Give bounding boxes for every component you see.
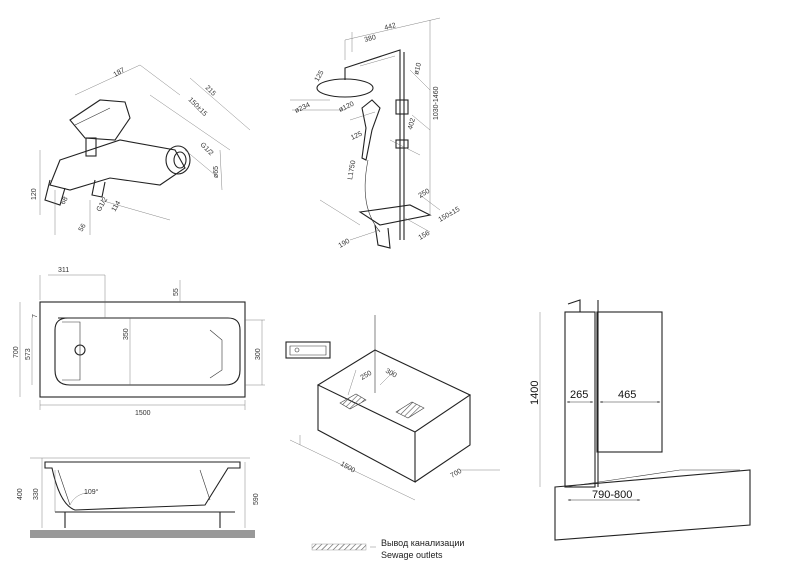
shower-dim-125-top: 125 xyxy=(314,69,326,83)
sewage-outlet-swatch xyxy=(311,543,367,551)
shower-dim-380: 380 xyxy=(364,34,377,44)
faucet-dim-68: 68 xyxy=(60,196,70,206)
faucet-dims: 187 215 150±15 G1/2 ø65 120 G1/2 114 68 … xyxy=(31,67,220,233)
shower-screen-drawing xyxy=(539,299,751,541)
screen-dim-door: 465 xyxy=(618,389,636,401)
install-box-drawing xyxy=(285,315,500,501)
shower-dim-l1750: L1750 xyxy=(347,160,357,180)
shower-dim-d120: ø120 xyxy=(338,101,356,114)
faucet-dim-114: 114 xyxy=(111,200,123,213)
tub-sec-dim-330: 330 xyxy=(33,488,40,500)
faucet-dim-d65: ø65 xyxy=(213,166,220,178)
shower-dims: 442 380 125 ø10 ø234 ø120 402 125 L1750 … xyxy=(294,22,461,250)
faucet-drawing xyxy=(39,64,251,235)
tub-dim-1500: 1500 xyxy=(135,410,151,417)
faucet-dim-g12-top: G1/2 xyxy=(199,141,215,157)
shower-dim-125-mid: 125 xyxy=(350,130,364,141)
shower-drawing xyxy=(290,17,441,249)
tub-dim-7: 7 xyxy=(32,314,39,318)
shower-dim-d10: ø10 xyxy=(413,62,423,76)
shower-dim-height: 1030-1460 xyxy=(433,86,440,120)
tub-dim-700: 700 xyxy=(13,346,20,358)
shower-screen-dims: 1400 265 465 790-800 xyxy=(529,381,661,501)
tub-sec-dim-400: 400 xyxy=(17,488,24,500)
box-dim-700: 700 xyxy=(450,468,464,480)
box-dim-300: 300 xyxy=(384,368,398,380)
tub-dim-573: 573 xyxy=(25,348,32,360)
tub-dim-300: 300 xyxy=(255,348,262,360)
shower-dim-d234: ø234 xyxy=(294,102,312,115)
tub-dim-55: 55 xyxy=(173,288,180,296)
install-box-dims: 250 300 1500 700 xyxy=(339,368,463,480)
shower-dim-190: 190 xyxy=(338,238,352,250)
legend-label-ru: Вывод канализации xyxy=(381,538,464,548)
tub-plan-drawing xyxy=(19,274,265,410)
shower-dim-150: 150±15 xyxy=(438,206,462,224)
tub-sec-dim-angle: 109° xyxy=(84,488,99,496)
shower-dim-250: 250 xyxy=(418,188,432,200)
faucet-dim-120: 120 xyxy=(31,188,38,200)
shower-dim-156: 156 xyxy=(418,230,432,242)
screen-dim-fixed: 265 xyxy=(570,389,588,401)
tub-section-drawing xyxy=(30,457,255,538)
shower-dim-402: 402 xyxy=(407,117,417,130)
box-dim-1500: 1500 xyxy=(339,461,356,475)
faucet-dim-56: 56 xyxy=(78,223,88,233)
screen-dim-height: 1400 xyxy=(529,381,541,405)
tub-dim-311: 311 xyxy=(58,267,69,274)
box-dim-250: 250 xyxy=(360,370,374,382)
legend: Вывод канализации Sewage outlets xyxy=(311,538,464,560)
faucet-dim-150: 150±15 xyxy=(187,96,209,118)
tub-plan-dims: 311 55 7 350 700 573 300 1500 xyxy=(13,267,262,417)
screen-dim-width: 790-800 xyxy=(592,489,632,501)
faucet-dim-187: 187 xyxy=(113,67,127,79)
legend-label-en: Sewage outlets xyxy=(381,550,443,560)
tub-section-dims: 400 330 109° 590 xyxy=(17,488,260,505)
tub-sec-dim-590: 590 xyxy=(253,493,260,505)
shower-dim-442: 442 xyxy=(384,22,397,32)
faucet-dim-215: 215 xyxy=(204,84,217,97)
faucet-dim-g12-bot: G1/2 xyxy=(96,196,110,213)
tub-dim-350: 350 xyxy=(123,328,130,340)
